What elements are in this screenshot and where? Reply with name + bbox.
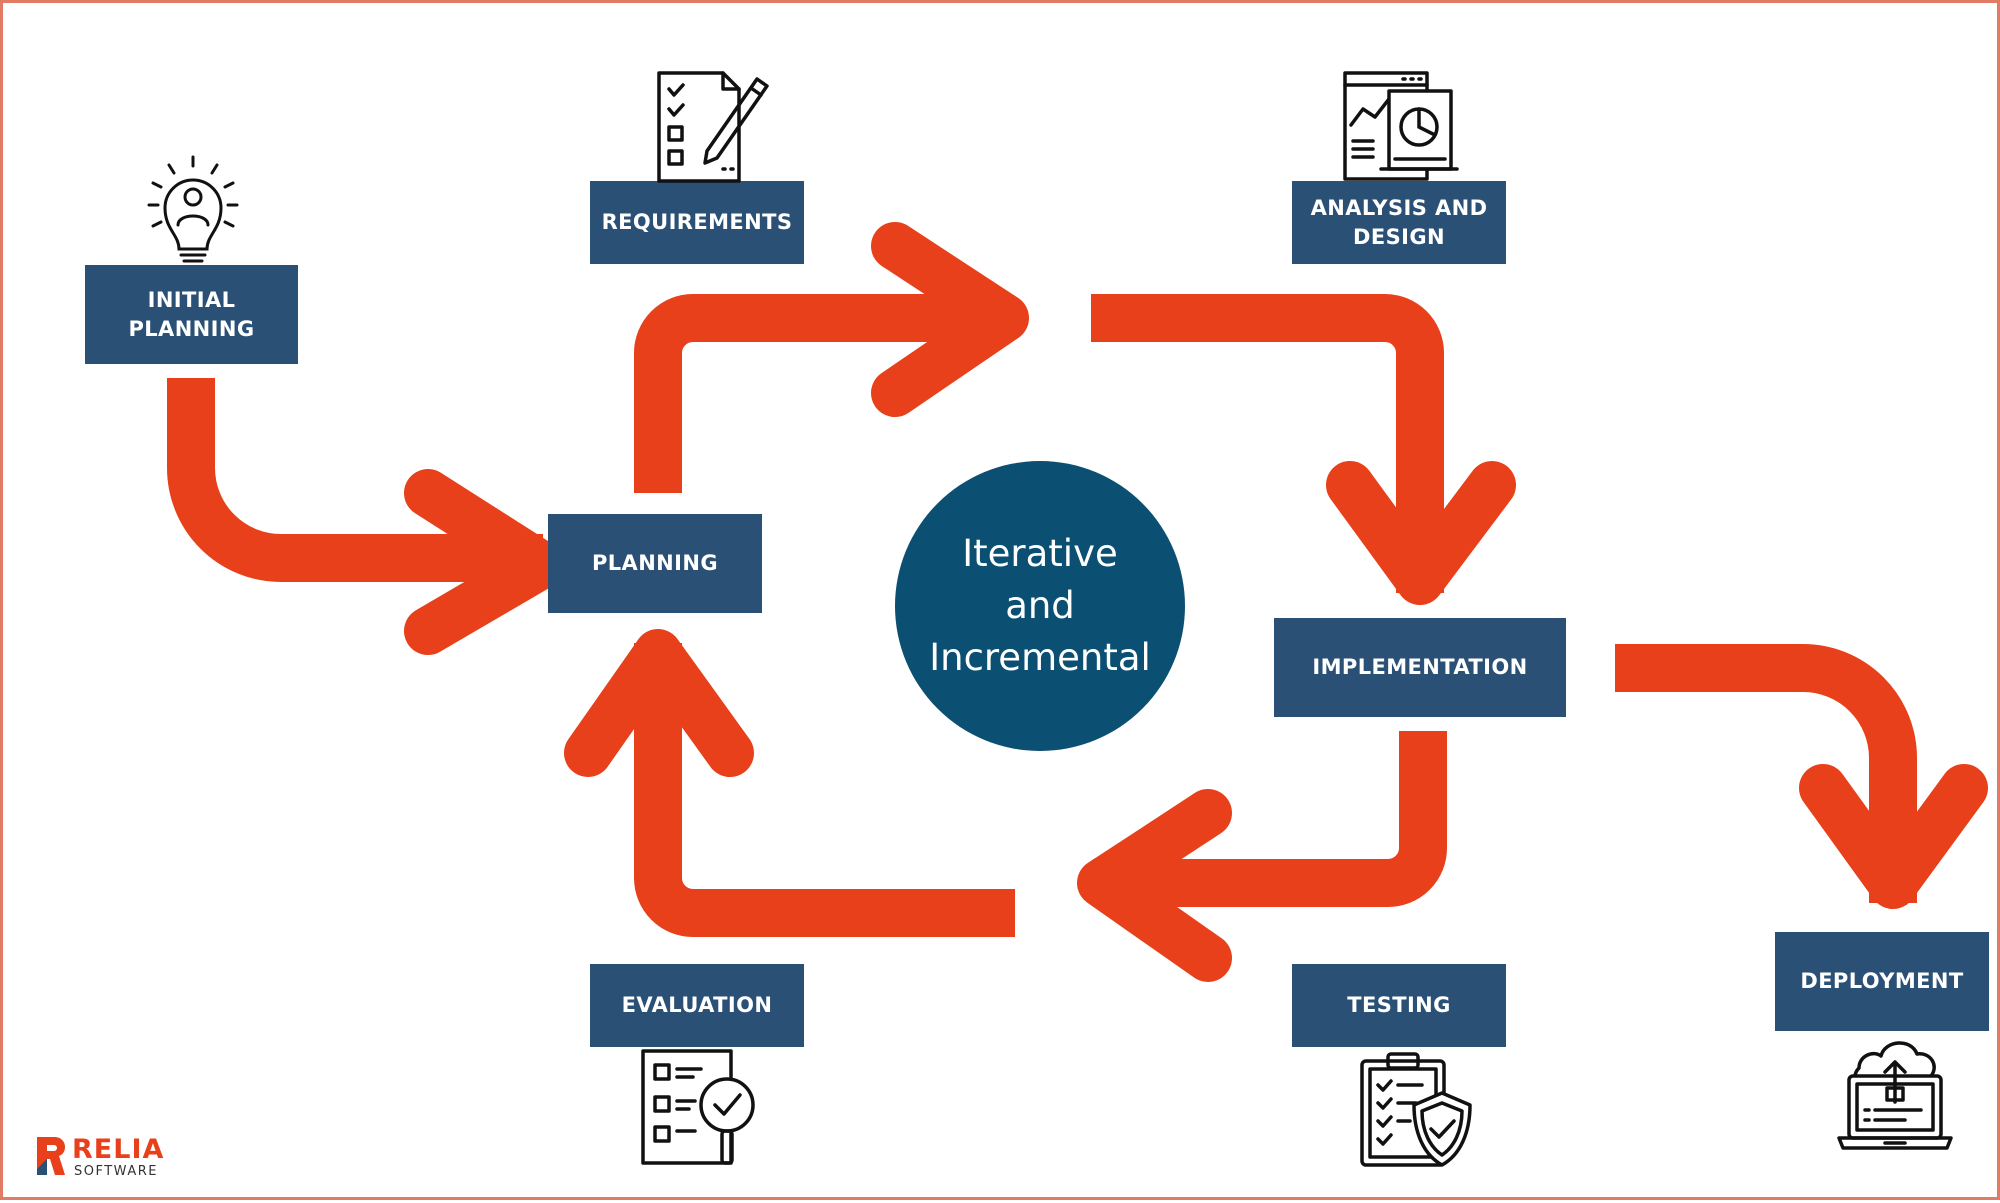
arrow-initial-to-planning — [167, 378, 543, 582]
cloud-upload-laptop-icon — [1837, 1041, 1953, 1150]
evaluation-checklist-icon — [641, 1049, 755, 1165]
stage-implementation: IMPLEMENTATION — [1274, 618, 1566, 717]
stage-planning: PLANNING — [548, 514, 762, 613]
stage-requirements: REQUIREMENTS — [590, 181, 804, 264]
arrow-implementation-to-deployment — [1615, 644, 1917, 903]
stage-label: DESIGN — [1353, 224, 1445, 249]
idea-person-icon — [147, 155, 239, 263]
flow-arrows — [167, 222, 1988, 982]
checklist-pencil-icon — [657, 71, 769, 183]
logo-subtitle: SOFTWARE — [74, 1164, 158, 1179]
analytics-report-icon — [1343, 71, 1459, 181]
stage-initial-planning: INITIAL PLANNING — [85, 265, 298, 364]
arrowhead-to-deployment — [1799, 764, 1988, 909]
stage-evaluation: EVALUATION — [590, 964, 804, 1047]
arrowhead-to-design — [871, 222, 1029, 417]
arrow-testing-to-planning — [634, 643, 1015, 937]
stage-deployment: DEPLOYMENT — [1775, 932, 1989, 1031]
relia-logo-icon — [37, 1137, 66, 1175]
stage-label: INITIAL — [147, 287, 236, 312]
arrowhead-to-planning-up — [564, 629, 754, 777]
stage-label: TESTING — [1347, 993, 1451, 1017]
arrowhead-to-implementation — [1326, 461, 1516, 605]
stage-label: ANALYSIS AND — [1310, 195, 1488, 220]
testing-clipboard-shield-icon — [1360, 1052, 1472, 1167]
stage-label: DEPLOYMENT — [1800, 969, 1964, 993]
stage-testing: TESTING — [1292, 964, 1506, 1047]
stage-analysis-design: ANALYSIS AND DESIGN — [1292, 181, 1506, 264]
stage-label: EVALUATION — [621, 993, 773, 1017]
stage-label: REQUIREMENTS — [601, 210, 793, 234]
relia-logo: RELIA SOFTWARE — [33, 1135, 193, 1181]
center-label-line: and — [1005, 584, 1075, 627]
stage-label: IMPLEMENTATION — [1312, 655, 1528, 679]
stage-label: PLANNING — [591, 551, 718, 575]
arrow-implementation-to-testing — [1093, 731, 1447, 907]
arrowhead-to-testing — [1077, 789, 1232, 982]
arrow-design-to-implementation — [1091, 294, 1444, 593]
center-circle: Iterative and Incremental — [895, 461, 1185, 751]
center-label-line: Incremental — [929, 636, 1151, 679]
arrowhead-to-planning — [404, 469, 565, 655]
arrow-planning-to-design — [634, 294, 993, 493]
logo-wordmark: RELIA — [72, 1134, 165, 1165]
center-label-line: Iterative — [962, 532, 1118, 575]
stage-label: PLANNING — [128, 316, 255, 341]
